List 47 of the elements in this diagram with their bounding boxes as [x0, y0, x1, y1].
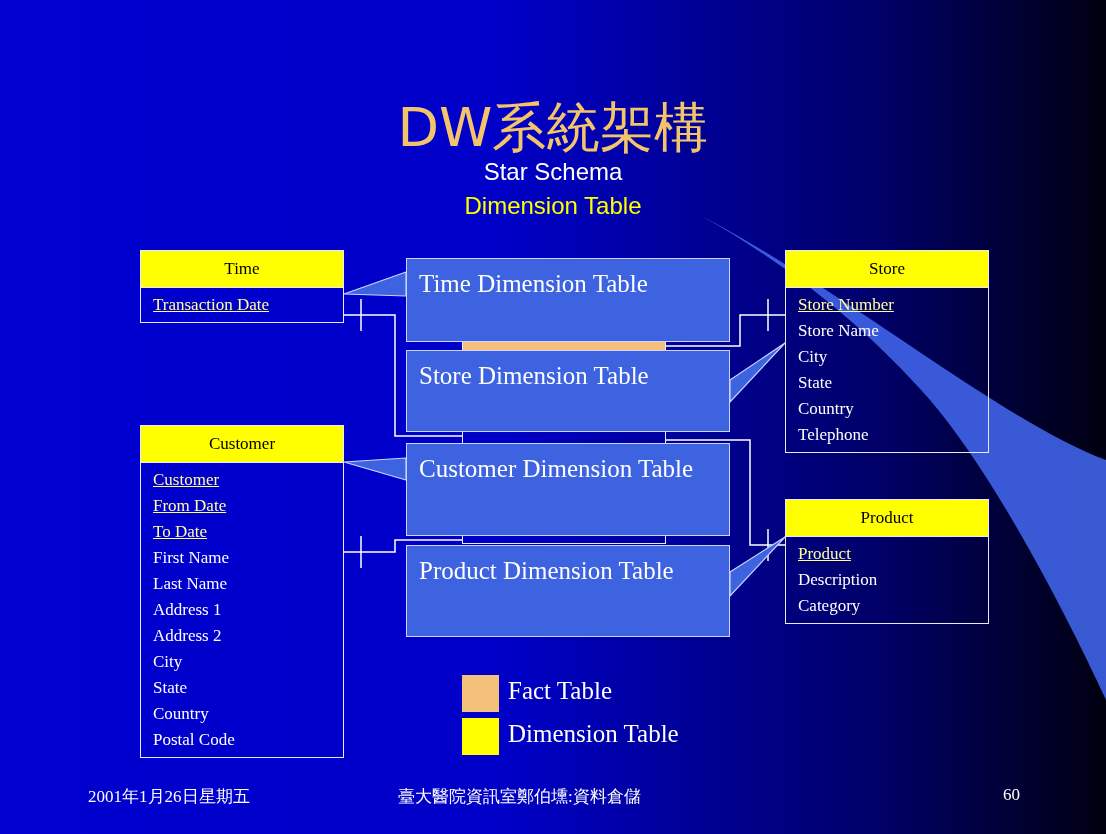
field-name: State — [798, 372, 832, 394]
table-title: Time — [141, 251, 343, 288]
field-name: Country — [153, 703, 209, 725]
footer-text: 臺大醫院資訊室鄭伯壎:資料倉儲 — [398, 786, 641, 808]
callout-tooltip: Customer Dimension Table — [406, 443, 730, 536]
table-box — [140, 425, 344, 758]
field-name: Category — [798, 595, 861, 617]
table-box — [785, 499, 989, 624]
field-name: Description — [798, 569, 878, 591]
key-field: Transaction Date — [153, 292, 269, 318]
subtitle: Dimension Table — [463, 192, 643, 220]
legend-label: Fact Table — [508, 677, 612, 705]
relationship-line — [665, 439, 786, 562]
relationship-line — [665, 298, 786, 347]
field-name: Country — [798, 398, 854, 420]
callout-pointer — [729, 342, 786, 404]
callout-pointer — [343, 457, 407, 481]
key-field: Store Number — [798, 292, 894, 318]
callout-pointer — [343, 271, 407, 297]
key-field: From Date — [153, 493, 227, 519]
field-name: First Name — [153, 547, 230, 569]
table-title: Product — [786, 500, 988, 537]
relationship-line — [343, 298, 463, 437]
field-name: Store Name — [798, 320, 879, 342]
table-title: Customer — [141, 426, 343, 463]
field-name: Telephone — [798, 424, 869, 446]
field-name: State — [153, 677, 187, 699]
page-number: 60 — [1003, 785, 1020, 805]
callout-tooltip: Time Dimension Table — [406, 258, 730, 342]
key-field: Customer — [153, 467, 220, 493]
footer-date: 2001年1月26日星期五 — [88, 786, 250, 808]
subtitle: Star Schema — [482, 158, 624, 186]
callout-pointer — [729, 536, 786, 598]
relationship-line — [343, 535, 463, 569]
table-box — [785, 250, 989, 453]
field-name: Address 1 — [153, 599, 222, 621]
key-field: Product — [798, 541, 851, 567]
field-name: City — [798, 346, 828, 368]
legend-label: Dimension Table — [508, 720, 679, 748]
field-name: City — [153, 651, 183, 673]
field-name: Last Name — [153, 573, 228, 595]
field-name: Address 2 — [153, 625, 222, 647]
table-box — [140, 250, 344, 323]
field-name: Postal Code — [153, 729, 235, 751]
table-title: Store — [786, 251, 988, 288]
key-field: To Date — [153, 519, 208, 545]
slide-title: DW系統架構 — [396, 95, 710, 161]
